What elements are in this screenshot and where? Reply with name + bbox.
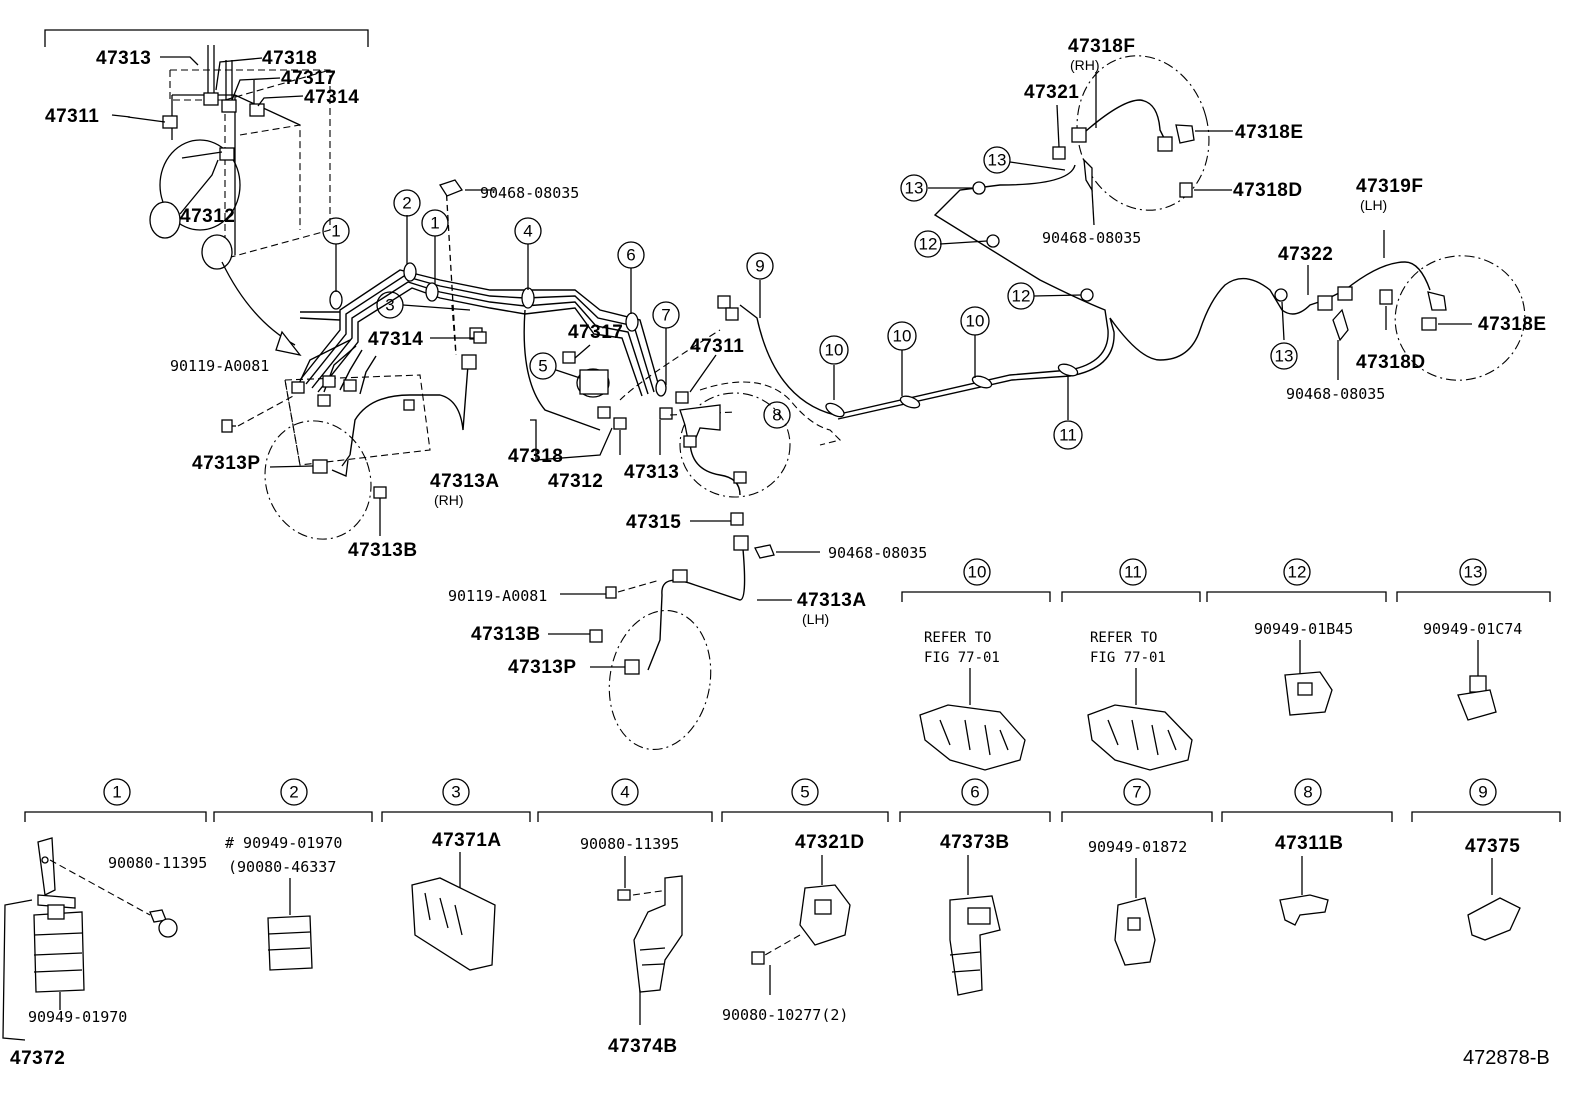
callout-13c: 13 (1275, 347, 1294, 366)
group-number-10: 10 (968, 563, 987, 582)
label-rh-a: (RH) (434, 492, 464, 508)
g3-part: 47371A (432, 830, 502, 851)
label-47318E-b: 47318E (1478, 314, 1547, 335)
label-47318F: 47318F (1068, 36, 1135, 57)
callout-circles: 1 2 1 3 4 5 6 7 8 9 10 10 10 11 12 12 13… (322, 146, 1298, 450)
rear-tube-run: 47318F (RH) 47321 47318E 47318D 90468-08… (759, 36, 1547, 420)
label-47318D-a: 47318D (1233, 180, 1303, 201)
callout-7: 7 (661, 306, 670, 325)
g9-part: 47375 (1465, 836, 1520, 857)
group-number-4: 4 (620, 783, 629, 802)
label-90119-b: 90119-A0081 (448, 587, 547, 605)
label-47313P-a: 47313P (192, 453, 261, 474)
g5-bolt: 90080-10277(2) (722, 1006, 848, 1024)
g2-line1: # 90949-01970 (225, 834, 342, 852)
detail-groups-lower: 1 2 3 4 5 6 7 8 9 90080-11395 90949-0197… (2, 778, 1561, 1069)
label-rh-b: (RH) (1070, 57, 1100, 73)
callout-1b: 1 (430, 214, 439, 233)
label-47311-mid: 47311 (690, 336, 744, 357)
callout-12a: 12 (919, 235, 938, 254)
g12-part: 90949-01B45 (1254, 620, 1353, 638)
label-90468-d: 90468-08035 (1286, 385, 1385, 403)
label-90468-a: 90468-08035 (480, 184, 579, 202)
label-47312-top: 47312 (180, 206, 235, 227)
label-47317-mid: 47317 (568, 322, 623, 343)
group-number-5: 5 (800, 783, 809, 802)
group-number-2: 2 (289, 783, 298, 802)
label-47313A-rh: 47313A (430, 471, 500, 492)
g10-fig: FIG 77-01 (924, 650, 1000, 666)
group-number-3: 3 (451, 783, 460, 802)
callout-13b: 13 (988, 151, 1007, 170)
label-47318D-b: 47318D (1356, 352, 1426, 373)
g1-bolt: 90080-11395 (108, 854, 207, 872)
callout-3: 3 (385, 296, 394, 315)
label-90468-c: 90468-08035 (1042, 229, 1141, 247)
label-47313-top: 47313 (96, 48, 151, 69)
group-number-8: 8 (1303, 783, 1312, 802)
g4-bolt: 90080-11395 (580, 835, 679, 853)
g10-refer: REFER TO (924, 630, 991, 646)
label-47318E-a: 47318E (1235, 122, 1304, 143)
label-47313-mid: 47313 (624, 462, 679, 483)
label-47314-mid: 47314 (368, 329, 423, 350)
label-47318-mid: 47318 (508, 446, 563, 467)
label-47313A-lh: 47313A (797, 590, 867, 611)
callout-12b: 12 (1012, 287, 1031, 306)
label-lh-a: (LH) (802, 611, 829, 627)
label-47321: 47321 (1024, 82, 1079, 103)
group-number-6: 6 (970, 783, 979, 802)
callout-2: 2 (402, 194, 411, 213)
label-47317-top: 47317 (281, 68, 336, 89)
label-47311-top: 47311 (45, 106, 99, 127)
group-number-13: 13 (1464, 563, 1483, 582)
g13-part: 90949-01C74 (1423, 620, 1522, 638)
callout-10a: 10 (825, 341, 844, 360)
callout-4: 4 (523, 222, 532, 241)
callout-1a: 1 (331, 222, 340, 241)
g4-part: 47374B (608, 1036, 678, 1057)
figure-code: 472878-B (1463, 1047, 1550, 1069)
callout-5: 5 (538, 357, 547, 376)
label-47322: 47322 (1278, 244, 1333, 265)
label-47318-top: 47318 (262, 48, 317, 69)
label-90119-a: 90119-A0081 (170, 357, 269, 375)
g11-fig: FIG 77-01 (1090, 650, 1166, 666)
g1-bracket: 47372 (10, 1048, 65, 1069)
group-number-11: 11 (1124, 563, 1142, 582)
label-lh-b: (LH) (1360, 197, 1387, 213)
g1-clamp: 90949-01970 (28, 1008, 127, 1026)
label-47313P-b: 47313P (508, 657, 577, 678)
group-number-1: 1 (112, 783, 121, 802)
callout-10c: 10 (966, 312, 985, 331)
callout-10b: 10 (893, 327, 912, 346)
g7-part: 90949-01872 (1088, 838, 1187, 856)
callout-11: 11 (1059, 426, 1077, 445)
callout-13a: 13 (905, 179, 924, 198)
callout-8: 8 (772, 406, 781, 425)
detail-groups-upper: 10 11 12 13 REFER TO FIG 77-01 REFER TO … (901, 558, 1551, 771)
group-number-7: 7 (1132, 783, 1141, 802)
label-47313B-a: 47313B (348, 540, 418, 561)
callout-6: 6 (626, 246, 635, 265)
front-tube-bundle: 90468-08035 47314 90119-A0081 47313P 473… (170, 179, 667, 561)
actuator-assembly: 47313 47318 47317 47314 47311 47312 (44, 29, 369, 356)
label-90468-b: 90468-08035 (828, 544, 927, 562)
label-47315: 47315 (626, 512, 681, 533)
g11-refer: REFER TO (1090, 630, 1157, 646)
label-47319F: 47319F (1356, 176, 1423, 197)
g2-line2: (90080-46337 (228, 858, 336, 876)
g8-part: 47311B (1275, 833, 1344, 854)
label-47314-top: 47314 (304, 87, 359, 108)
g6-part: 47373B (940, 832, 1010, 853)
callout-9: 9 (755, 257, 764, 276)
center-distribution: 47317 47318 47312 47313 47311 47315 9046… (448, 295, 927, 751)
group-number-12: 12 (1288, 563, 1307, 582)
g5-part: 47321D (795, 832, 865, 853)
label-47313B-b: 47313B (471, 624, 541, 645)
label-47312-mid: 47312 (548, 471, 603, 492)
group-number-9: 9 (1478, 783, 1487, 802)
